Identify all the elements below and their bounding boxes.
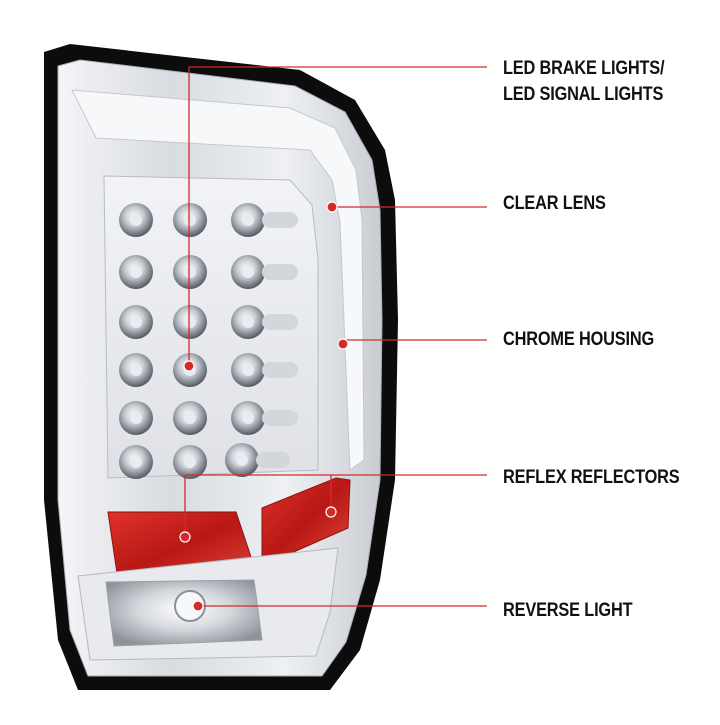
label-clear-lens-text: CLEAR LENS: [503, 193, 606, 214]
label-reverse-light-text: REVERSE LIGHT: [503, 600, 633, 621]
led-array: [119, 203, 298, 479]
label-reflex-reflectors: REFLEX REFLECTORS: [503, 465, 680, 491]
label-reflex-reflectors-text: REFLEX REFLECTORS: [503, 467, 680, 488]
callout-dot-chrome-housing: [337, 338, 349, 350]
label-led-line-2: LED SIGNAL LIGHTS: [503, 84, 664, 105]
callout-dot-reflex-left: [179, 531, 191, 543]
callout-dots: [179, 201, 349, 612]
callout-dot-clear-lens: [326, 201, 338, 213]
led-panel: [103, 175, 319, 479]
label-led-brake-signal-lights: LED BRAKE LIGHTS/ LED SIGNAL LIGHTS: [503, 56, 665, 108]
clear-lens-bar: [71, 89, 365, 471]
label-reverse-light: REVERSE LIGHT: [503, 598, 633, 624]
label-chrome-housing-text: CHROME HOUSING: [503, 329, 655, 350]
callout-dot-reflex-right: [325, 506, 337, 518]
callout-lines: [184, 66, 487, 607]
callout-dot-reverse: [192, 600, 204, 612]
label-clear-lens: CLEAR LENS: [503, 191, 606, 217]
callout-dot-led: [183, 360, 195, 372]
label-chrome-housing: CHROME HOUSING: [503, 327, 654, 353]
label-led-line-1: LED BRAKE LIGHTS/: [503, 58, 665, 79]
